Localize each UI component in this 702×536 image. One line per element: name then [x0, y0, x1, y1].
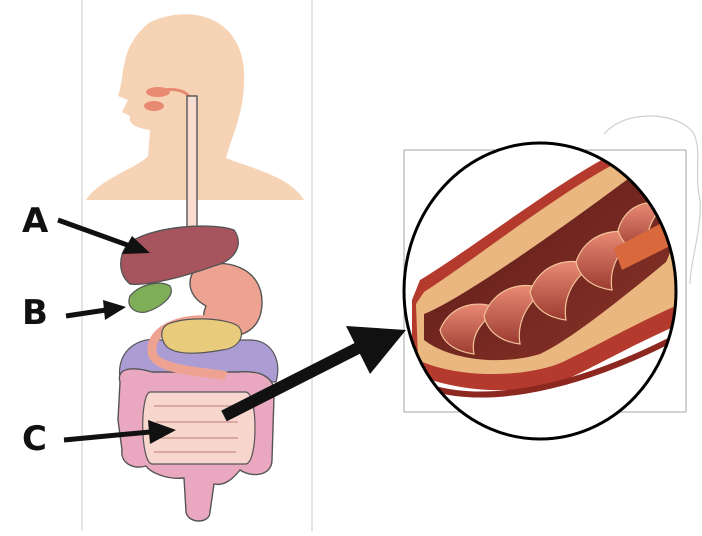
arrow-b	[66, 300, 126, 320]
label-b: B	[22, 296, 48, 330]
pancreas	[162, 319, 242, 353]
esophagus	[187, 96, 197, 231]
label-c: C	[22, 422, 47, 456]
arrow-a	[58, 220, 150, 254]
gallbladder	[129, 283, 171, 312]
label-a: A	[22, 204, 48, 238]
